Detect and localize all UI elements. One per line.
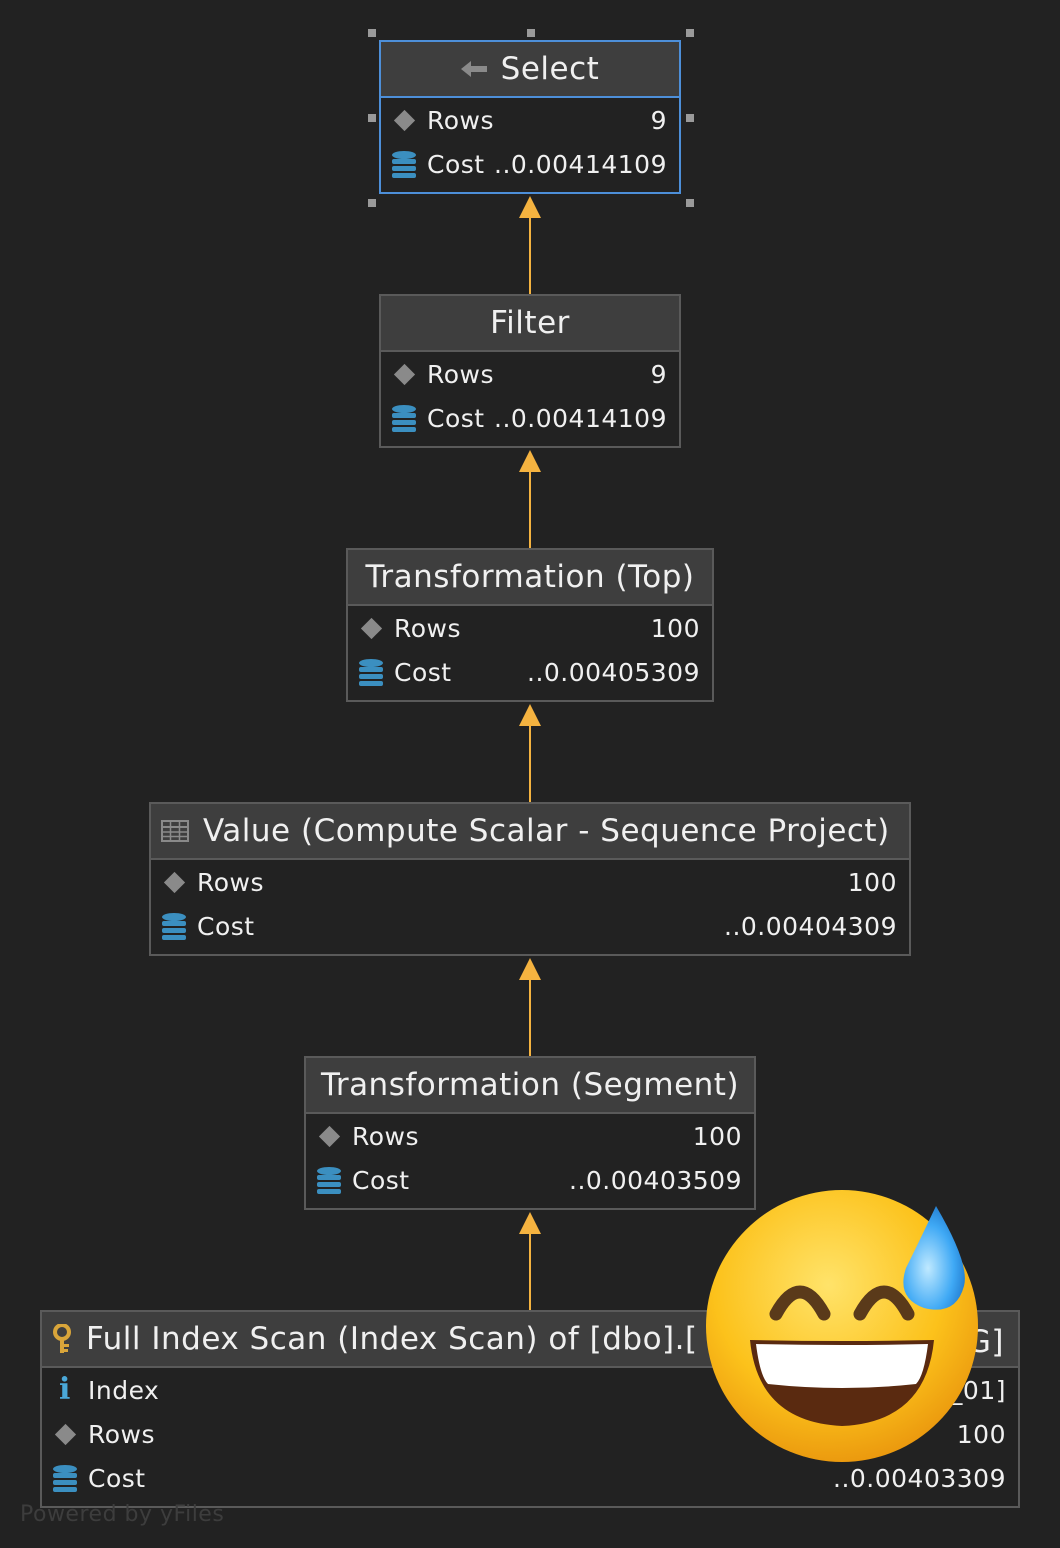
- node-title: Filter: [490, 305, 570, 341]
- property-row-cost: Cost ..0.00403509: [306, 1158, 754, 1202]
- property-label: Cost: [352, 1166, 569, 1195]
- watermark: Powered by yFiles: [20, 1502, 224, 1527]
- grinning-face-with-sweat-emoji: [704, 1186, 986, 1468]
- node-header: Value (Compute Scalar - Sequence Project…: [151, 804, 909, 860]
- edge-filter-to-select: [519, 196, 541, 294]
- database-icon: [391, 403, 417, 433]
- node-header: Filter: [381, 296, 679, 352]
- selection-handle[interactable]: [686, 114, 694, 122]
- property-label: Rows: [427, 106, 651, 135]
- edge-value-to-top: [519, 704, 541, 802]
- node-title: Full Index Scan (Index Scan) of [dbo].[: [86, 1321, 698, 1357]
- property-label: Rows: [352, 1122, 693, 1151]
- property-row-rows: Rows 9: [381, 98, 679, 142]
- diamond-icon: [393, 109, 414, 130]
- property-value: ..0.00414109: [494, 404, 667, 433]
- property-row-rows: Rows 9: [381, 352, 679, 396]
- selection-handle[interactable]: [368, 114, 376, 122]
- edge-scan-to-segment: [519, 1212, 541, 1310]
- property-value: 100: [651, 614, 700, 643]
- property-row-rows: Rows 100: [306, 1114, 754, 1158]
- property-row-cost: Cost ..0.00414109: [381, 396, 679, 440]
- node-filter[interactable]: Filter Rows 9 Cost ..0.00414109: [379, 294, 681, 448]
- property-value: ..0.00404309: [724, 912, 897, 941]
- diamond-icon: [393, 363, 414, 384]
- database-icon: [161, 911, 187, 941]
- database-icon: [358, 657, 384, 687]
- node-value-compute-scalar[interactable]: Value (Compute Scalar - Sequence Project…: [149, 802, 911, 956]
- selection-handle[interactable]: [686, 29, 694, 37]
- diamond-icon: [360, 617, 381, 638]
- table-icon: [161, 820, 189, 842]
- node-transformation-top[interactable]: Transformation (Top) Rows 100 Cost ..0.0…: [346, 548, 714, 702]
- selection-handle[interactable]: [527, 29, 535, 37]
- property-row-cost: Cost ..0.00405309: [348, 650, 712, 694]
- property-value: 9: [651, 106, 667, 135]
- selection-handle[interactable]: [686, 199, 694, 207]
- node-title: Value (Compute Scalar - Sequence Project…: [203, 813, 890, 849]
- selection-handle[interactable]: [368, 199, 376, 207]
- property-row-cost: Cost ..0.00414109: [381, 142, 679, 186]
- node-transformation-segment[interactable]: Transformation (Segment) Rows 100 Cost .…: [304, 1056, 756, 1210]
- edge-segment-to-value: [519, 958, 541, 1056]
- selection-handle[interactable]: [368, 29, 376, 37]
- property-row-rows: Rows 100: [151, 860, 909, 904]
- property-value: 100: [693, 1122, 742, 1151]
- database-icon: [52, 1463, 78, 1493]
- node-select[interactable]: Select Rows 9 Cost ..0.00414109: [379, 40, 681, 194]
- node-header: Transformation (Top): [348, 550, 712, 606]
- property-value: ..0.00414109: [494, 150, 667, 179]
- diamond-icon: [54, 1423, 75, 1444]
- edge-top-to-filter: [519, 450, 541, 548]
- arrow-left-icon: [461, 60, 487, 78]
- key-icon: [52, 1324, 72, 1354]
- property-label: Cost: [197, 912, 724, 941]
- database-icon: [316, 1165, 342, 1195]
- info-icon: i: [52, 1375, 78, 1405]
- property-label: Cost: [427, 150, 494, 179]
- diamond-icon: [318, 1125, 339, 1146]
- node-header: Select: [381, 42, 679, 98]
- property-value: 100: [848, 868, 897, 897]
- property-label: Rows: [394, 614, 651, 643]
- node-title: Transformation (Segment): [321, 1067, 739, 1103]
- property-label: Cost: [394, 658, 527, 687]
- node-title: Select: [501, 51, 600, 87]
- property-row-cost: Cost ..0.00404309: [151, 904, 909, 948]
- property-value: 9: [651, 360, 667, 389]
- property-label: Cost: [427, 404, 494, 433]
- property-label: Rows: [197, 868, 848, 897]
- diamond-icon: [163, 871, 184, 892]
- property-row-rows: Rows 100: [348, 606, 712, 650]
- property-value: ..0.00405309: [527, 658, 700, 687]
- database-icon: [391, 149, 417, 179]
- node-header: Transformation (Segment): [306, 1058, 754, 1114]
- property-label: Rows: [427, 360, 651, 389]
- node-title: Transformation (Top): [366, 559, 695, 595]
